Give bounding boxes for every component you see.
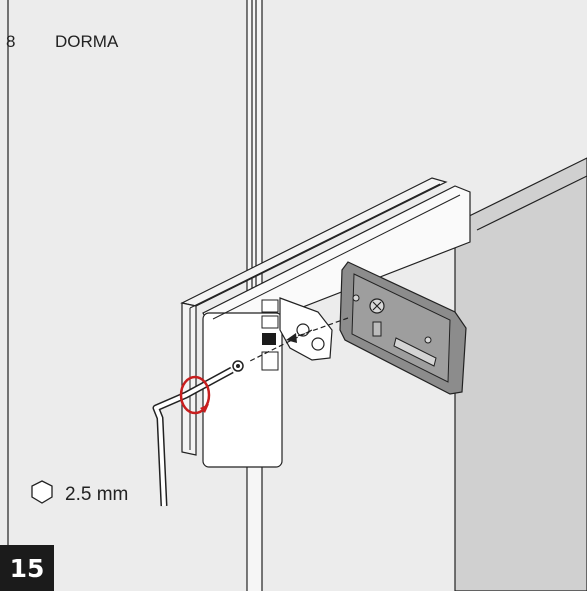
allen-key-fill [154, 368, 233, 507]
fitting-edge-line [189, 183, 441, 309]
screw-cross [372, 301, 382, 311]
hexagon-icon [31, 480, 53, 504]
screw-guide-line [247, 329, 313, 363]
mechanism-slot [261, 351, 279, 371]
strike-slot [372, 321, 382, 337]
assembly-arrowhead [286, 333, 297, 343]
step-number-badge: 15 [0, 545, 54, 591]
page-number: 8 [6, 32, 16, 51]
strike-hole [424, 336, 432, 344]
tool-size-label: 2.5 mm [65, 484, 129, 505]
strike-hole [352, 294, 360, 302]
mechanism-slot [261, 299, 279, 313]
mechanism-block [262, 333, 276, 345]
fitting-edge-line [212, 194, 461, 320]
mechanism-slot [261, 315, 279, 329]
step-number: 15 [9, 553, 45, 583]
rotation-indicator [179, 375, 211, 415]
glass-pane [454, 157, 587, 591]
strike-slot-long [393, 337, 437, 367]
bracket-hole [311, 337, 325, 351]
glass-pane-edge [476, 175, 587, 231]
brand-name: DORMA [55, 32, 119, 51]
rotation-arrowhead [200, 404, 209, 413]
set-screw-socket [236, 364, 240, 368]
